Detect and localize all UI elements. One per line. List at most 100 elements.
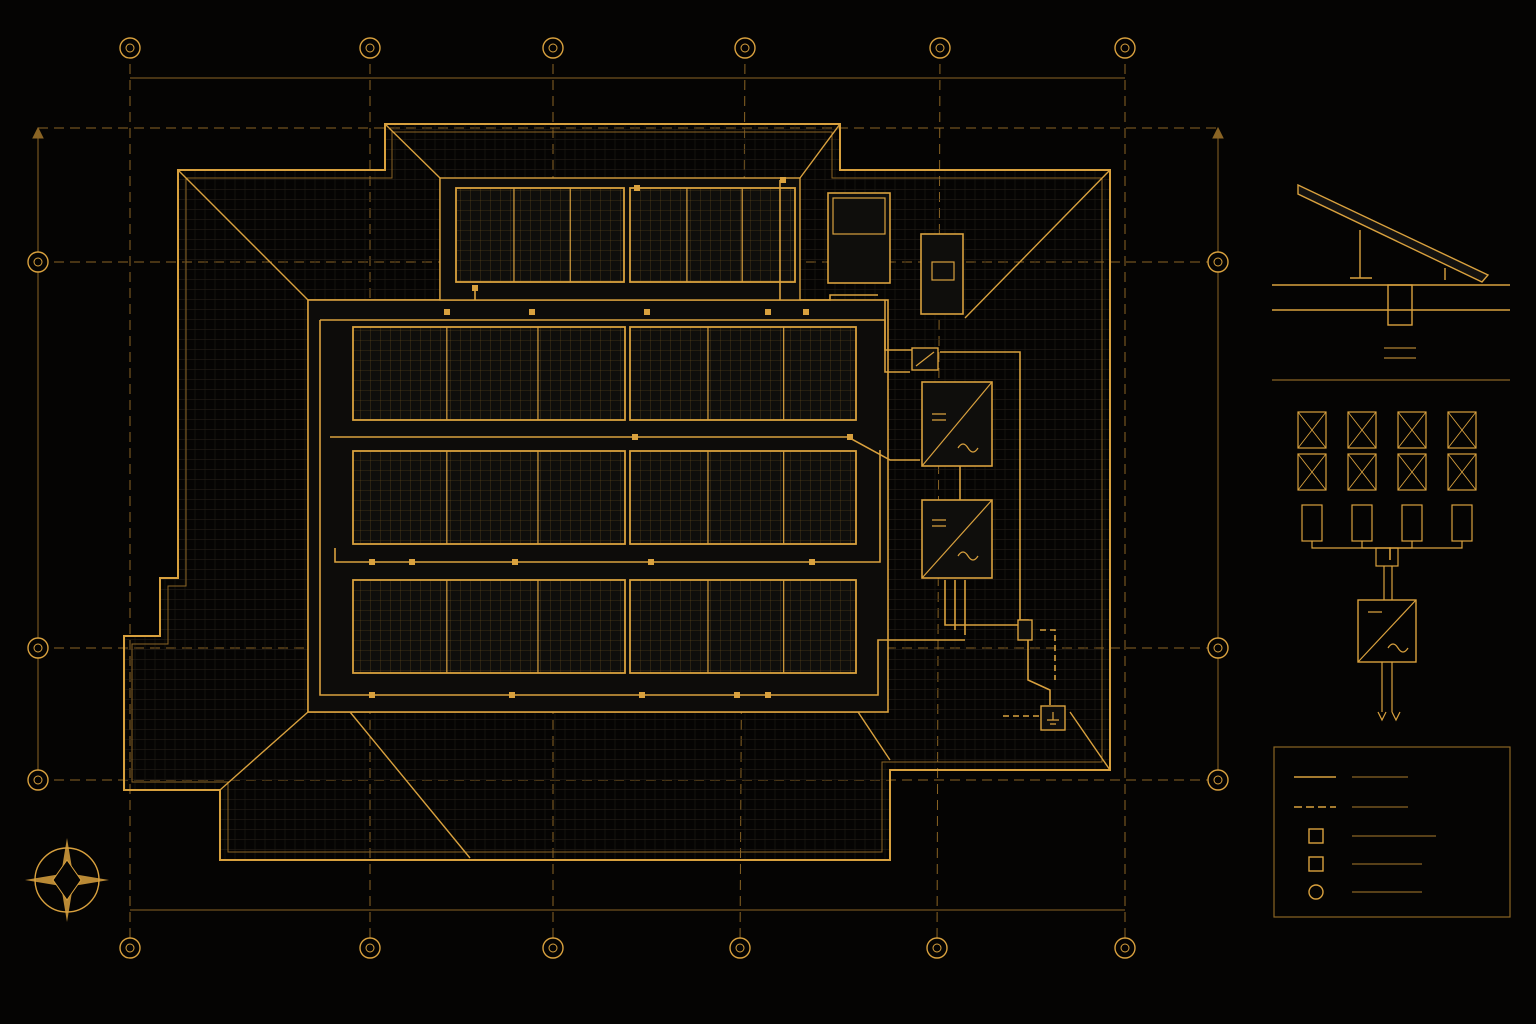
wire-node — [847, 434, 853, 440]
grid-marker-left-1 — [27, 251, 49, 273]
inverter-1 — [921, 381, 993, 467]
wire-node — [639, 692, 645, 698]
grid-marker-bottom-3 — [542, 937, 564, 959]
grid-marker-right-3 — [1207, 769, 1229, 791]
panel-row-1-2 — [629, 326, 857, 421]
mount-posts — [1350, 230, 1446, 280]
string-wiring — [319, 180, 1056, 717]
dc-symbol-icon — [932, 519, 946, 527]
grid-marker-top-1 — [119, 37, 141, 59]
wire-return — [319, 320, 965, 696]
wire-node — [512, 559, 518, 565]
string-module — [1297, 453, 1327, 491]
legend-frame — [1273, 746, 1511, 918]
wire-node — [472, 285, 478, 291]
roof-inner-edge — [131, 131, 1103, 853]
wire-node — [409, 559, 415, 565]
wire-node — [509, 692, 515, 698]
string-diagram — [1297, 411, 1477, 722]
string-inverter — [1357, 547, 1417, 722]
wire-row-2 — [330, 436, 920, 461]
inverter-2 — [921, 499, 993, 579]
string-module — [1347, 411, 1377, 449]
ground-icon — [1047, 712, 1059, 725]
wire-node — [644, 309, 650, 315]
string-module — [1397, 453, 1427, 491]
meter-display — [832, 197, 886, 235]
wire-to-disconnect — [884, 300, 910, 373]
rafter-section — [1387, 284, 1413, 326]
legend-row-square — [1308, 856, 1422, 872]
grid-marker-right-1 — [1207, 251, 1229, 273]
grid-markers — [27, 37, 1229, 959]
dimension-arrowheads — [32, 126, 1224, 139]
grid-marker-top-3 — [542, 37, 564, 59]
meter-box — [827, 192, 891, 284]
compass-rose-icon — [25, 838, 109, 922]
dc-switch-symbol — [915, 351, 935, 367]
grid-marker-top-2 — [359, 37, 381, 59]
wire-node — [634, 185, 640, 191]
string-optimizer — [1351, 504, 1391, 560]
grid-marker-bottom-6 — [1114, 937, 1136, 959]
legend-box — [1273, 746, 1511, 918]
string-module — [1447, 453, 1477, 491]
panel-row-2-2 — [629, 450, 857, 545]
wire-row-3 — [334, 450, 881, 563]
grid-marker-top-5 — [929, 37, 951, 59]
wire-inverter-out — [944, 580, 1020, 635]
string-module — [1347, 453, 1377, 491]
legend-row-circle — [1308, 884, 1422, 900]
panel-upper-2 — [629, 187, 796, 283]
inverter-2-diagonal — [921, 499, 993, 579]
grid-marker-bottom-4 — [729, 937, 751, 959]
wire-node — [780, 177, 786, 183]
string-combiner — [1375, 547, 1399, 567]
wiring-nodes — [369, 177, 853, 698]
grid-marker-bottom-5 — [926, 937, 948, 959]
wire-node — [809, 559, 815, 565]
panel-row-1-1 — [352, 326, 626, 421]
panel-upper-1 — [455, 187, 625, 283]
tilted-panel-section — [1297, 183, 1490, 283]
inverter-1-diagonal — [921, 381, 993, 467]
panel-row-3-2 — [629, 579, 857, 674]
wire-node — [369, 692, 375, 698]
ac-disconnect-window — [931, 261, 955, 281]
string-module — [1297, 411, 1327, 449]
wire-node — [444, 309, 450, 315]
wire-node — [648, 559, 654, 565]
string-optimizer — [1389, 504, 1423, 560]
grid-marker-bottom-1 — [119, 937, 141, 959]
wire-node — [734, 692, 740, 698]
wire-ground-dashed — [1003, 629, 1056, 717]
combiner-box — [1017, 619, 1033, 641]
grid-marker-left-3 — [27, 769, 49, 791]
equipment — [827, 192, 1066, 731]
tilt-mount-section — [1272, 183, 1510, 381]
legend-rows — [1294, 776, 1436, 900]
grid-marker-left-2 — [27, 637, 49, 659]
string-optimizer — [1389, 504, 1473, 560]
solar-panel-arrays — [352, 187, 857, 674]
grid-marker-right-2 — [1207, 637, 1229, 659]
wire-node — [529, 309, 535, 315]
ac-wave-icon — [957, 551, 979, 561]
roof-deck-section — [1272, 284, 1510, 311]
wire-node — [369, 559, 375, 565]
wire-node — [765, 309, 771, 315]
panel-row-2-1 — [352, 450, 626, 545]
string-module — [1447, 411, 1477, 449]
wire-node — [632, 434, 638, 440]
ac-wave-icon — [957, 443, 979, 453]
grid-marker-bottom-2 — [359, 937, 381, 959]
ac-disconnect — [920, 233, 964, 315]
section-marks — [1384, 347, 1416, 359]
string-module — [1397, 411, 1427, 449]
grid-marker-top-4 — [734, 37, 756, 59]
grid-marker-top-6 — [1114, 37, 1136, 59]
dc-symbol-icon — [932, 413, 946, 421]
panel-row-3-1 — [352, 579, 626, 674]
